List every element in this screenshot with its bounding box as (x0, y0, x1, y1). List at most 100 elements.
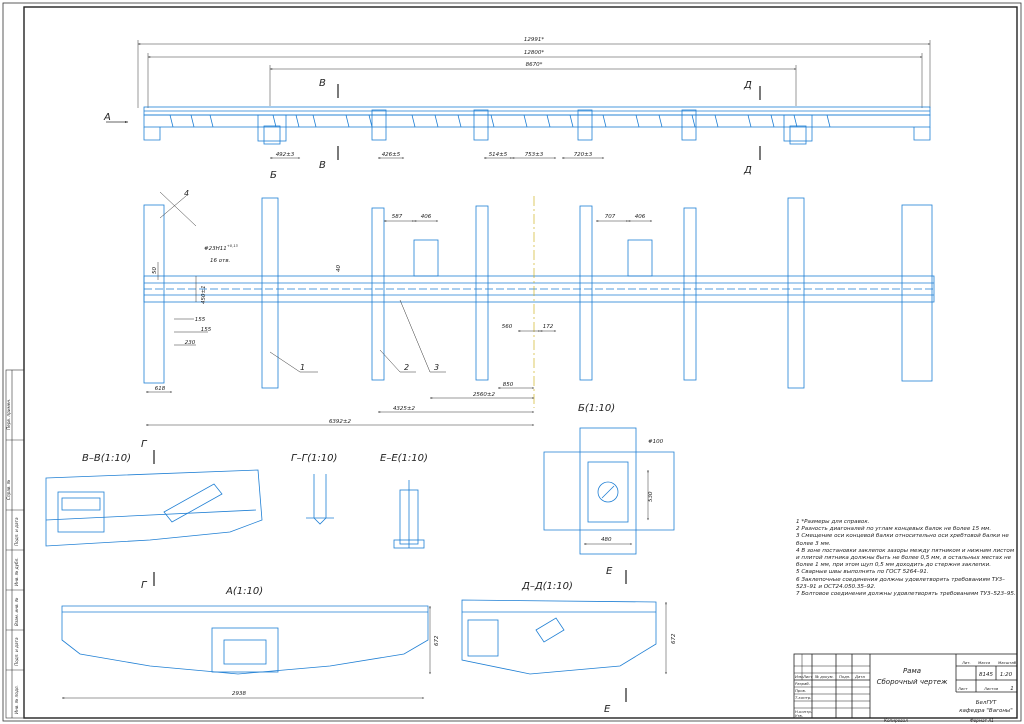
note-3: 3 Смещение оси концевой балки относитель… (796, 533, 1009, 547)
note-1: 1 *Размеры для справок. (796, 519, 870, 525)
hole-tolerance: +0,13 (227, 244, 239, 248)
tb-row-label-list: Лист (802, 674, 813, 679)
tb-format: Формат А1 (970, 718, 994, 723)
tb-mass-value: 8145 (979, 672, 993, 678)
tb-sheets-value: 1 (1010, 686, 1014, 692)
section-b (543, 427, 675, 555)
section-vv (45, 469, 263, 547)
note-6: 6 Заклепочные соединения должны удовлетв… (796, 576, 1005, 590)
tb-copied: Копировал (884, 718, 908, 723)
note-4: 4 В зоне постановки заклепок зазоры межд… (796, 547, 1015, 569)
tb-scale-value: 1:20 (1000, 672, 1013, 678)
section-mark-g-bottom: Г (141, 580, 148, 591)
frame-side-view (143, 106, 931, 145)
dim-707: 707 (605, 214, 616, 220)
side-strip-label-4: Инв. № дубл. (14, 557, 19, 586)
tb-org-2: кафедра "Вагоны" (959, 708, 1013, 714)
side-strip-label-6: Подп. и дата (14, 637, 19, 666)
dim-230: 230 (185, 340, 196, 346)
dim-40: 40 (336, 265, 342, 272)
dim-753: 753±3 (525, 152, 544, 158)
dim-b-100: #100 (648, 439, 664, 445)
callout-leaders (159, 195, 446, 373)
dim-406-right: 406 (635, 214, 646, 220)
tb-drawing-name: Рама (903, 667, 921, 675)
dim-426: 426±5 (382, 152, 401, 158)
dim-b-480: 480 (601, 537, 612, 543)
plan-dims (145, 191, 653, 426)
section-a (61, 605, 429, 675)
dim-560: 560 (502, 324, 513, 330)
section-title-vv: В–В(1:10) (82, 453, 131, 464)
dim-dd-672: 672 (671, 633, 677, 644)
top-overall-dims (137, 40, 931, 108)
section-title-a: А(1:10) (225, 586, 263, 597)
hole-count: 16 отв. (210, 258, 231, 264)
dim-720: 720±3 (574, 152, 593, 158)
hole-spec: #23Н11+0,13 (204, 244, 238, 252)
hole-size: #23Н11 (204, 246, 227, 252)
tb-col-mass: Масса (978, 660, 991, 665)
note-7: 7 Болтовое соединения должны удовлетворя… (796, 591, 1016, 598)
section-gg (306, 474, 334, 525)
dim-8670: 8670* (526, 62, 543, 68)
drawing-frame (23, 6, 1018, 719)
callout-2: 2 (404, 363, 409, 372)
dim-514: 514±5 (489, 152, 508, 158)
section-title-ee: Е–Е(1:10) (380, 453, 428, 464)
tb-person-approver: Утв. (795, 713, 803, 718)
dim-a-2938: 2938 (232, 691, 246, 697)
section-title-gg: Г–Г(1:10) (291, 453, 337, 464)
tb-sheets-label: Листов (983, 686, 999, 691)
callout-1: 1 (300, 363, 305, 372)
dim-618: 618 (155, 386, 166, 392)
tb-person-tcontrol: Т.контр. (795, 695, 811, 700)
technical-notes: 1 *Размеры для справок. 2 Разность диаго… (796, 519, 1016, 598)
tb-doc-type: Сборочный чертеж (877, 678, 948, 686)
side-strip-label-3: Подп. и дата (14, 517, 19, 546)
section-mark-e-bottom: Е (604, 704, 611, 715)
dim-155: 155 (201, 327, 212, 333)
tb-person-checker: Пров. (795, 688, 806, 693)
dim-850: 850 (503, 382, 514, 388)
dim-12800: 12800* (524, 50, 544, 56)
callout-4: 4 (184, 189, 189, 198)
callout-3: 3 (434, 363, 439, 372)
tb-col-scale: Масштаб (998, 660, 1017, 665)
dim-4325: 4325±2 (393, 406, 416, 412)
section-title-b: Б(1:10) (578, 403, 615, 414)
side-strip-label-2: Справ. № (6, 479, 11, 500)
tb-person-developer: Разраб. (795, 681, 810, 686)
title-block-grid (793, 653, 1018, 719)
section-title-dd: Д–Д(1:10) (521, 581, 573, 592)
section-mark-v-top: В (319, 78, 326, 89)
note-2: 2 Разность диагоналей по углам концевых … (796, 526, 992, 533)
section-mark-d-top: Д (743, 80, 752, 91)
frame-plan-view (143, 197, 935, 389)
section-mark-e-top: Е (606, 566, 613, 577)
tb-row-label-sign: Подп. (839, 674, 851, 679)
section-dd (461, 599, 657, 675)
view-mark-a: А (103, 112, 111, 123)
section-mark-d-bottom: Д (743, 165, 752, 176)
dim-406-left: 406 (421, 214, 432, 220)
section-b-dims (583, 469, 649, 545)
side-strip (5, 369, 25, 719)
section-cut-marks (153, 450, 627, 702)
dim-50: 50 (152, 267, 158, 274)
dim-b-530: 530 (648, 491, 654, 502)
side-strip-label-7: Инв. № подл. (14, 685, 19, 714)
dim-2560: 2560±2 (473, 392, 496, 398)
section-ee (393, 480, 425, 549)
side-strip-label-1: Перв. примен. (6, 399, 11, 430)
tb-row-label-izm: Изм. (795, 674, 804, 679)
section-mark-v-bottom: В (319, 160, 326, 171)
dim-75: 155 (195, 317, 206, 323)
dim-12991: 12991* (524, 37, 544, 43)
dim-a-672: 672 (434, 635, 440, 646)
section-marks-top (106, 84, 761, 160)
tb-row-label-date: Дата (854, 674, 866, 679)
tb-row-label-doc: № докум. (814, 674, 834, 679)
